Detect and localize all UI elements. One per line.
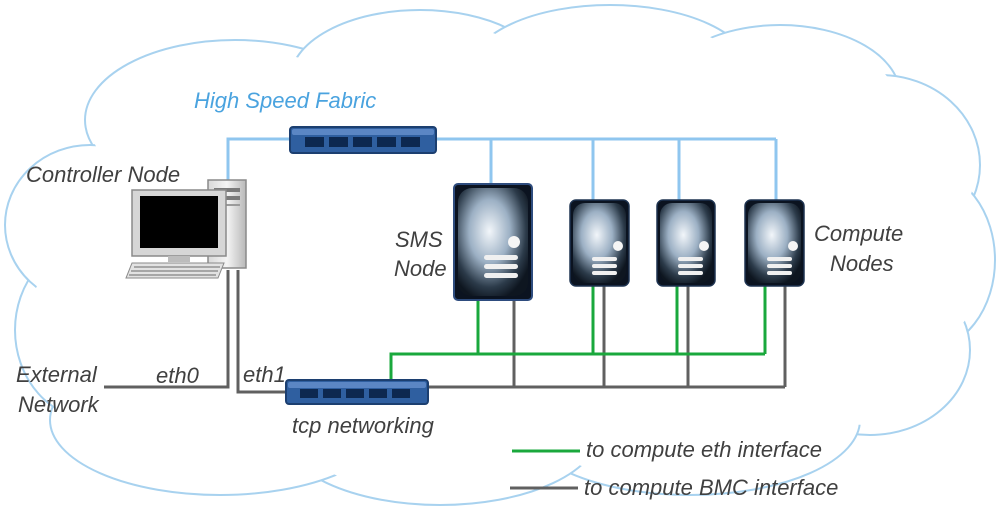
sms-node-label-line2: Node xyxy=(394,256,447,281)
compute-node-3-icon xyxy=(744,199,805,287)
legend-bmc-label: to compute BMC interface xyxy=(584,475,839,500)
controller-workstation-icon xyxy=(125,179,247,279)
tcp-networking-label: tcp networking xyxy=(292,413,434,438)
external-network-label-line2: Network xyxy=(18,392,99,417)
fabric-links xyxy=(226,137,778,200)
compute-nodes-label-line2: Nodes xyxy=(830,251,894,276)
compute-nodes-label-line1: Compute xyxy=(814,221,904,246)
legend-eth-label: to compute eth interface xyxy=(586,437,823,462)
legend-swatches xyxy=(510,449,580,490)
sms-node-icon xyxy=(453,183,533,301)
fabric-label: High Speed Fabric xyxy=(194,88,377,113)
external-network-label-line1: External xyxy=(16,362,97,387)
bmc-links xyxy=(104,270,787,394)
fabric-switch xyxy=(289,126,437,154)
sms-node-label-line1: SMS xyxy=(395,227,443,252)
compute-node-2-icon xyxy=(656,199,716,287)
controller-node-label: Controller Node xyxy=(26,162,181,187)
eth-links xyxy=(389,285,767,384)
compute-node-1-icon xyxy=(569,199,630,287)
tcp-switch xyxy=(285,379,429,405)
eth1-label: eth1 xyxy=(243,362,286,387)
eth0-label: eth0 xyxy=(156,363,199,388)
